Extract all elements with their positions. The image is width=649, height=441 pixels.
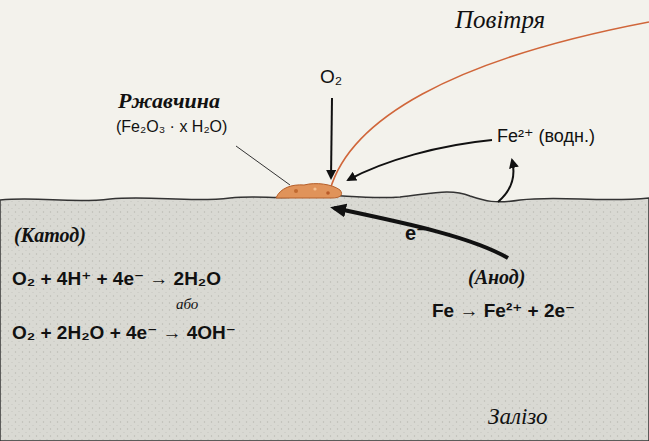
iron-label: Залізо: [488, 404, 547, 430]
rust-formula: (Fe₂O₃ · x H₂O): [116, 118, 227, 136]
anode-label: (Анод): [468, 266, 525, 289]
rust-label: Ржавчина: [118, 88, 220, 113]
electron-flow-arrow: [334, 208, 508, 258]
iron-body: [0, 192, 649, 441]
iron-ion-arrow: [348, 140, 492, 180]
rust-deposit: [276, 184, 342, 198]
cathode-label: (Катод): [14, 224, 86, 247]
oxygen-label: O₂: [320, 66, 342, 88]
anode-equation: Fe → Fe²⁺ + 2e⁻: [432, 300, 575, 322]
air-label: Повітря: [455, 6, 545, 35]
oxygen-arrow: [331, 98, 332, 178]
cathode-equation: O₂ + 2H₂O + 4e⁻ → 4OH⁻: [12, 322, 236, 344]
air-boundary-curve: [330, 22, 649, 190]
leader-line: [236, 146, 290, 185]
dissolution-arrow: [498, 160, 513, 202]
or-label: або: [176, 296, 198, 313]
iron-ion-label: Fe²⁺ (водн.): [497, 126, 595, 147]
electron-label: e⁻: [405, 222, 427, 245]
cathode-equation: O₂ + 4H⁺ + 4e⁻ → 2H₂O: [12, 268, 221, 290]
